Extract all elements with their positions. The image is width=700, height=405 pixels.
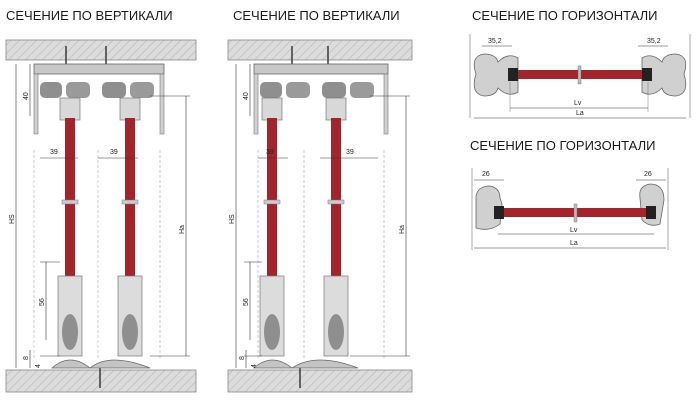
dim-right-offset: 39 bbox=[110, 149, 118, 156]
dim-gap-1: 8 bbox=[239, 356, 246, 360]
panel-joint bbox=[573, 203, 578, 223]
ceiling-slab bbox=[227, 39, 413, 61]
top-roller bbox=[260, 82, 282, 98]
top-rail-side bbox=[33, 73, 39, 135]
panel-joint bbox=[577, 65, 582, 85]
panel-edge-seal bbox=[508, 68, 518, 81]
bottom-rail bbox=[253, 359, 359, 369]
door-top-profile bbox=[59, 97, 81, 121]
top-rail-side bbox=[159, 73, 165, 135]
vertical-section-right: HS Ha 40 39 39 56 8 4 bbox=[227, 39, 413, 393]
dim-lv: Lv bbox=[570, 227, 578, 234]
vertical-section-left: HS Ha 40 39 39 56 8 4 bbox=[5, 39, 197, 393]
panel-edge-seal bbox=[642, 68, 652, 81]
panel-joint bbox=[263, 199, 281, 205]
panel-joint bbox=[121, 199, 139, 205]
dim-la: La bbox=[576, 110, 584, 117]
bottom-roller bbox=[62, 314, 78, 350]
dim-gap-1: 8 bbox=[23, 356, 30, 360]
dim-ha: Ha bbox=[179, 225, 186, 234]
top-roller bbox=[102, 82, 126, 98]
door-panel bbox=[267, 118, 277, 278]
door-panel bbox=[331, 118, 341, 278]
bottom-roller bbox=[122, 314, 138, 350]
dim-bottom-profile: 56 bbox=[243, 298, 250, 306]
bottom-rail bbox=[51, 359, 151, 369]
side-profile-right bbox=[639, 183, 665, 226]
top-roller bbox=[350, 82, 374, 98]
top-roller bbox=[322, 82, 346, 98]
top-roller bbox=[130, 82, 154, 98]
dim-hs: HS bbox=[229, 214, 236, 224]
door-top-profile bbox=[325, 97, 347, 121]
bottom-roller bbox=[264, 314, 280, 350]
panel-edge-seal bbox=[646, 206, 656, 219]
top-roller bbox=[66, 82, 90, 98]
dim-hs: HS bbox=[9, 214, 16, 224]
dim-left-profile: 35,2 bbox=[488, 38, 502, 45]
title-horizontal-top: СЕЧЕНИЕ ПО ГОРИЗОНТАЛИ bbox=[472, 8, 657, 23]
dim-lv: Lv bbox=[574, 100, 582, 107]
dim-top-rail: 40 bbox=[23, 92, 30, 100]
panel-edge-seal bbox=[494, 206, 504, 219]
horizontal-section-top: 35,2 35,2 Lv La bbox=[469, 34, 691, 119]
title-horizontal-bottom: СЕЧЕНИЕ ПО ГОРИЗОНТАЛИ bbox=[470, 138, 655, 153]
dim-bottom-profile: 56 bbox=[39, 298, 46, 306]
door-top-profile bbox=[261, 97, 283, 121]
dim-left-offset: 39 bbox=[50, 149, 58, 156]
horizontal-section-bottom: 26 26 Lv La bbox=[471, 168, 669, 250]
top-rail-profile bbox=[253, 63, 389, 75]
door-top-profile bbox=[119, 97, 141, 121]
dim-left-offset: 39 bbox=[266, 149, 274, 156]
dim-gap-2: 4 bbox=[35, 364, 42, 368]
dim-left-profile: 26 bbox=[482, 171, 490, 178]
panel-joint bbox=[61, 199, 79, 205]
dim-right-offset: 39 bbox=[346, 149, 354, 156]
panel-joint bbox=[327, 199, 345, 205]
floor-slab bbox=[5, 369, 197, 393]
floor-slab bbox=[227, 369, 413, 393]
top-roller bbox=[286, 82, 310, 98]
title-vertical-left: СЕЧЕНИЕ ПО ВЕРТИКАЛИ bbox=[6, 8, 173, 23]
bottom-roller bbox=[328, 314, 344, 350]
door-panel bbox=[125, 118, 135, 278]
dim-right-profile: 35,2 bbox=[647, 38, 661, 45]
top-rail-side bbox=[253, 73, 259, 135]
top-rail-profile bbox=[33, 63, 165, 75]
dim-ha: Ha bbox=[399, 225, 406, 234]
dim-gap-2: 4 bbox=[251, 364, 258, 368]
top-rail-side bbox=[383, 73, 389, 135]
dim-la: La bbox=[570, 240, 578, 247]
ceiling-slab bbox=[5, 39, 197, 61]
dim-top-rail: 40 bbox=[243, 92, 250, 100]
top-roller bbox=[40, 82, 62, 98]
door-panel bbox=[65, 118, 75, 278]
title-vertical-right: СЕЧЕНИЕ ПО ВЕРТИКАЛИ bbox=[233, 8, 400, 23]
dim-right-profile: 26 bbox=[644, 171, 652, 178]
